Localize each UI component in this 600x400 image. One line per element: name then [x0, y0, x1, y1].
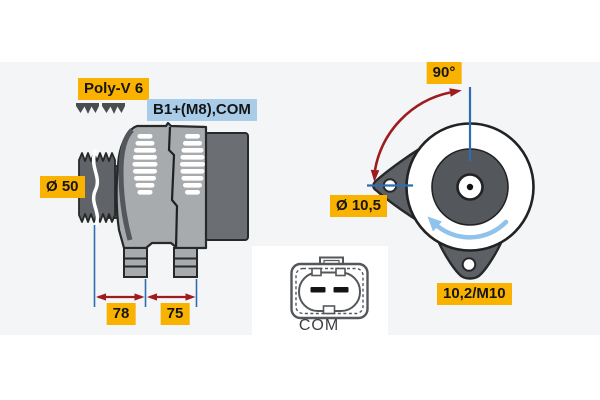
break-line [91, 149, 100, 227]
rotation-direction-icon [427, 216, 509, 240]
dimension-label-75: 75 [160, 303, 190, 325]
dimension-label-78: 78 [106, 303, 136, 325]
dimension-arrow-78 [96, 293, 145, 301]
swing-angle-label: 90° [426, 62, 462, 84]
lug-hole-diameter-label: Ø 10,5 [330, 195, 388, 217]
bottom-lug-hole [461, 257, 477, 272]
front-view [367, 87, 535, 280]
terminal-label: B1+(M8),COM [147, 99, 257, 121]
connector-label: COM [298, 317, 340, 334]
housing-split-line [167, 126, 179, 249]
rear-cover [204, 132, 249, 241]
dimension-arrow-75 [147, 293, 196, 301]
connector-notch [335, 267, 346, 277]
belt-type-label: Poly-V 6 [78, 78, 150, 100]
vent-slots-rear [180, 134, 205, 195]
connector-pin [310, 287, 326, 293]
connector-pin [333, 287, 349, 293]
com-connector [252, 246, 388, 335]
front-bracket-shading [118, 128, 134, 241]
connector-notch [311, 267, 322, 277]
connector-notch [322, 305, 336, 315]
extension-lines [93, 225, 198, 307]
shaft-center-dot [466, 183, 474, 191]
mounting-thread-label: 10,2/M10 [437, 283, 512, 305]
swing-angle-arrow [370, 88, 462, 182]
vent-slots-front [132, 134, 158, 195]
mounting-feet [123, 247, 198, 278]
side-view [76, 103, 249, 307]
pulley-diameter-label: Ø 50 [40, 176, 85, 198]
belt-profile-icon [76, 103, 125, 114]
